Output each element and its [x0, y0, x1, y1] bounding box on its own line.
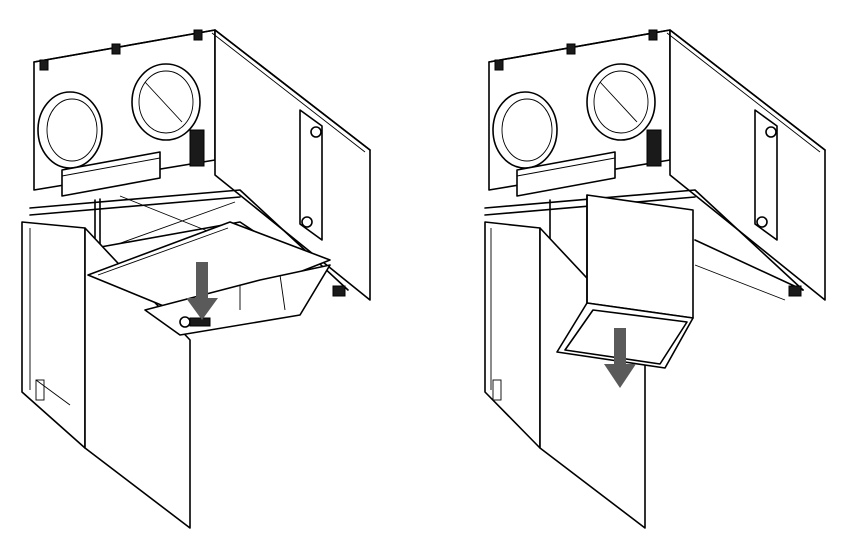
duct-collar-right — [586, 63, 656, 141]
panel-left-plate-removal — [0, 0, 425, 535]
bracket — [111, 43, 121, 55]
housing-top — [488, 29, 826, 301]
bracket — [39, 59, 49, 71]
front-door — [21, 221, 191, 529]
bracket — [494, 59, 504, 71]
leveling-foot — [332, 285, 346, 297]
unit-drawing-left — [21, 29, 371, 529]
duct-collar-right — [131, 63, 201, 141]
bracket — [566, 43, 576, 55]
control-box — [516, 129, 662, 197]
bracket — [648, 29, 658, 41]
filter-plate — [87, 221, 331, 322]
drain-tray — [144, 264, 331, 336]
drain-outlet — [189, 317, 211, 327]
leveling-foot — [788, 285, 802, 297]
control-box — [61, 129, 205, 197]
terminal-block — [189, 129, 205, 167]
side-access-panel — [299, 109, 323, 241]
arrow-down-icon — [186, 262, 218, 320]
terminal-block — [646, 129, 662, 167]
arrow-down-icon — [604, 328, 636, 388]
housing-top — [33, 29, 371, 301]
bracket — [193, 29, 203, 41]
side-access-panel — [754, 109, 778, 241]
panel-right-cube-removal — [425, 0, 851, 535]
unit-drawing-right — [484, 29, 826, 529]
